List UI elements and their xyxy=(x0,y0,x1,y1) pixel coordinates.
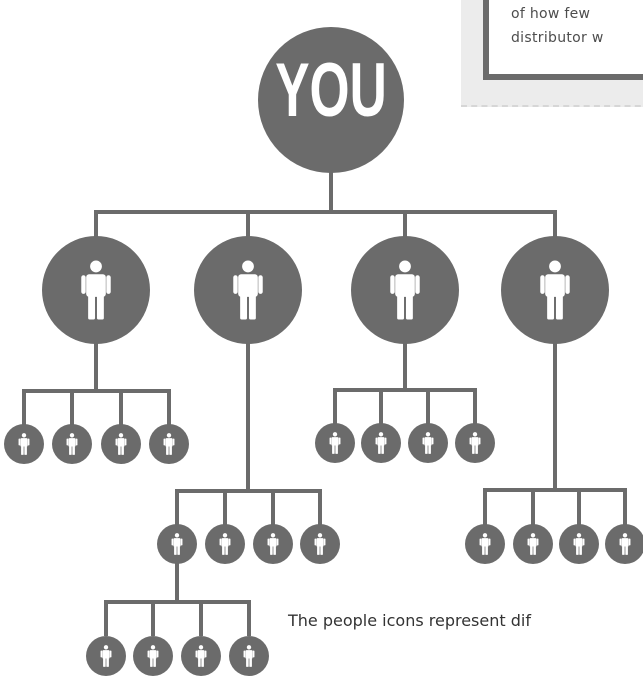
person-icon xyxy=(573,533,585,555)
person-icon xyxy=(619,533,631,555)
person-icon xyxy=(100,645,112,667)
person-icon xyxy=(314,533,326,555)
person-icon xyxy=(66,433,78,455)
caption-text: The people icons represent dif xyxy=(288,611,531,630)
person-icon xyxy=(233,260,263,320)
person-icon xyxy=(115,433,127,455)
person-icon xyxy=(171,533,183,555)
person-icon xyxy=(540,260,570,320)
person-icon xyxy=(219,533,231,555)
person-icon xyxy=(479,533,491,555)
note-line-2: distributor w xyxy=(511,30,604,46)
person-icon xyxy=(390,260,420,320)
person-icon xyxy=(243,645,255,667)
note-line-1: of how few xyxy=(511,6,591,22)
root-node-you xyxy=(258,27,404,173)
person-icon xyxy=(422,432,434,454)
person-icon xyxy=(469,432,481,454)
person-icon xyxy=(81,260,111,320)
person-icon xyxy=(329,432,341,454)
person-icon xyxy=(527,533,539,555)
tree-nodes xyxy=(4,27,643,676)
note-box: of how few distributor w xyxy=(483,0,643,80)
tree-connectors xyxy=(22,171,627,636)
person-icon xyxy=(163,433,175,455)
person-icon xyxy=(267,533,279,555)
root-label: YOU xyxy=(275,47,387,132)
person-icon xyxy=(375,432,387,454)
person-icon xyxy=(195,645,207,667)
person-icon xyxy=(18,433,30,455)
person-icon xyxy=(147,645,159,667)
